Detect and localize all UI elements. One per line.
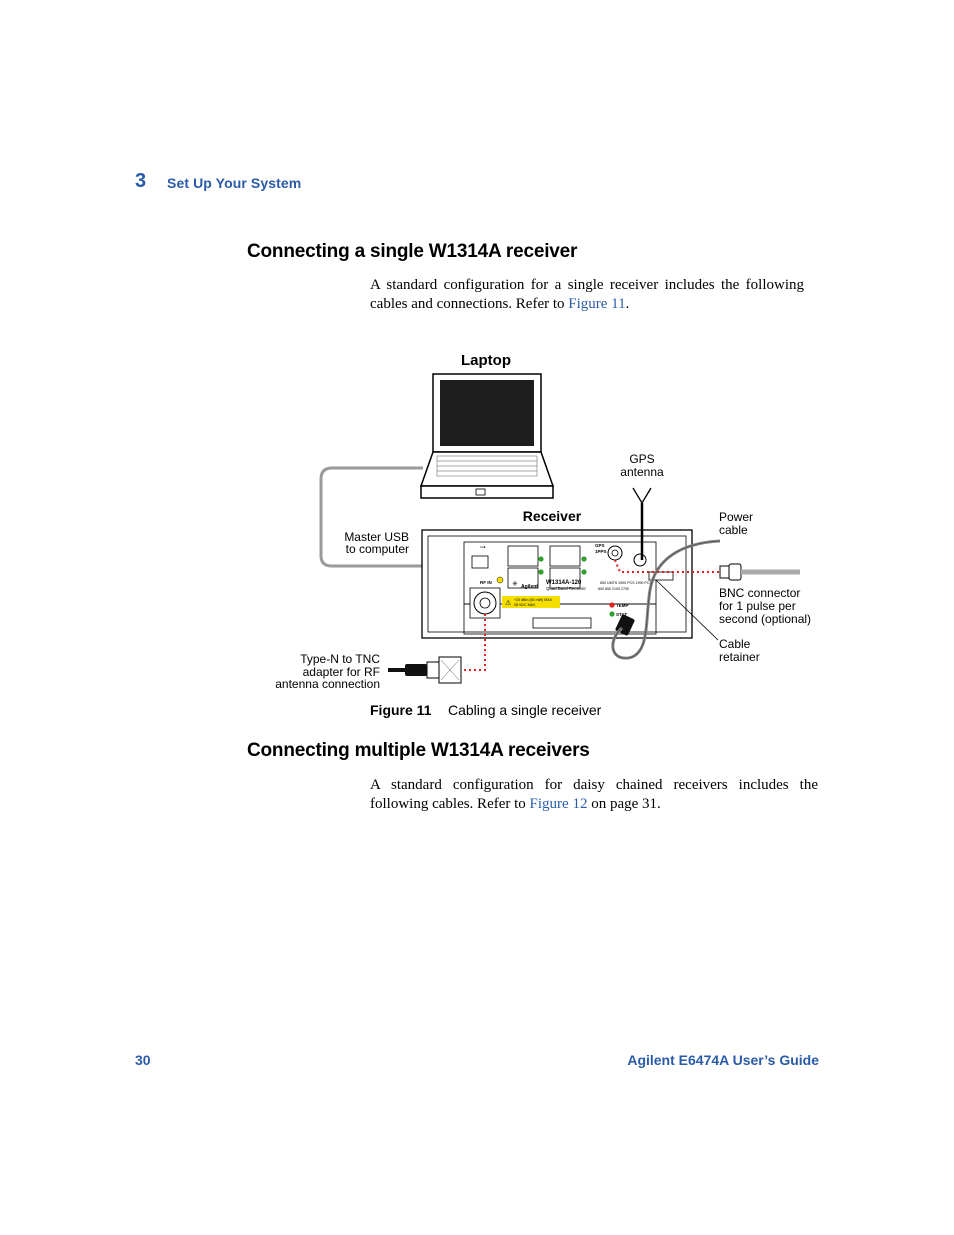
pps-port-label: 1PPS: [595, 549, 607, 554]
usb-label-line-2: to computer: [346, 542, 409, 556]
chapter-title: Set Up Your System: [167, 175, 302, 191]
model-label: W1314A-120: [546, 580, 582, 586]
bnc-label-line-3: second (optional): [719, 612, 811, 626]
stat-led-label: STAT: [616, 612, 627, 617]
page-number: 30: [135, 1052, 151, 1068]
laptop-label: Laptop: [461, 352, 511, 369]
figure-caption-text: Cabling a single receiver: [448, 702, 602, 718]
brand-label: Agilent: [521, 584, 538, 590]
section-heading-multiple-receivers: Connecting multiple W1314A receivers: [247, 740, 590, 761]
guide-title: Agilent E6474A User’s Guide: [627, 1052, 819, 1068]
usb-label-line-1: Master USB: [344, 530, 409, 544]
typen-label-line-1: Type-N to TNC: [300, 652, 380, 666]
chapter-number: 3: [135, 170, 147, 192]
retainer-label-line-2: retainer: [719, 650, 760, 664]
typen-label-line-2: adapter for RF: [303, 665, 380, 679]
rf-in-label: RF IN: [480, 580, 492, 585]
power-label-line-1: Power: [719, 510, 753, 524]
gps-label-line-1: GPS: [629, 452, 654, 466]
section-paragraph-multiple: A standard configuration for daisy chain…: [370, 776, 818, 814]
warning-icon: ⚠: [505, 599, 511, 607]
section-paragraph-single: A standard configuration for a single re…: [370, 276, 804, 314]
typen-label-line-3: antenna connection: [275, 677, 380, 691]
model-subtitle: Quad Band Receiver: [546, 586, 586, 591]
figure-11-link[interactable]: Figure 11: [568, 296, 626, 312]
warning-line-2: 28 VDC MAX: [514, 603, 536, 607]
receiver-label: Receiver: [523, 508, 582, 524]
cabling-figure: Laptop Receiver ⭬: [275, 352, 811, 691]
paragraph-text-end: on page 31.: [587, 796, 661, 812]
receiver-illustration: Receiver ⭬ GPS 1PPS RF IN ✳ Agilent: [421, 508, 693, 639]
freq-line-2: 800 850 2100 2700: [598, 587, 629, 591]
laptop-illustration: Laptop: [419, 352, 555, 499]
section-heading-single-receiver: Connecting a single W1314A receiver: [247, 241, 578, 262]
bnc-label-line-2: for 1 pulse per: [719, 599, 796, 613]
retainer-label-line-1: Cable: [719, 637, 751, 651]
paragraph-text: A standard configuration for a single re…: [370, 277, 804, 312]
paragraph-text-end: .: [625, 296, 630, 312]
svg-text:⭬: ⭬: [480, 543, 486, 552]
gps-label-line-2: antenna: [620, 465, 664, 479]
gps-antenna: [632, 487, 652, 560]
power-label-line-2: cable: [719, 523, 748, 537]
temp-led-label: TEMP: [616, 603, 629, 608]
warning-line-1: +20 dBm (50 mW) MAX: [514, 598, 553, 602]
figure-12-link[interactable]: Figure 12: [529, 796, 588, 812]
gps-port-label: GPS: [595, 543, 605, 548]
agilent-logo-icon: ✳: [512, 580, 518, 588]
figure-caption-label: Figure 11: [370, 702, 432, 718]
freq-line-1: 850 UMTS 1900 PCS 1990 PCS: [600, 581, 653, 585]
paragraph-text: A standard configuration for daisy chain…: [370, 777, 818, 812]
bnc-label-line-1: BNC connector: [719, 586, 800, 600]
